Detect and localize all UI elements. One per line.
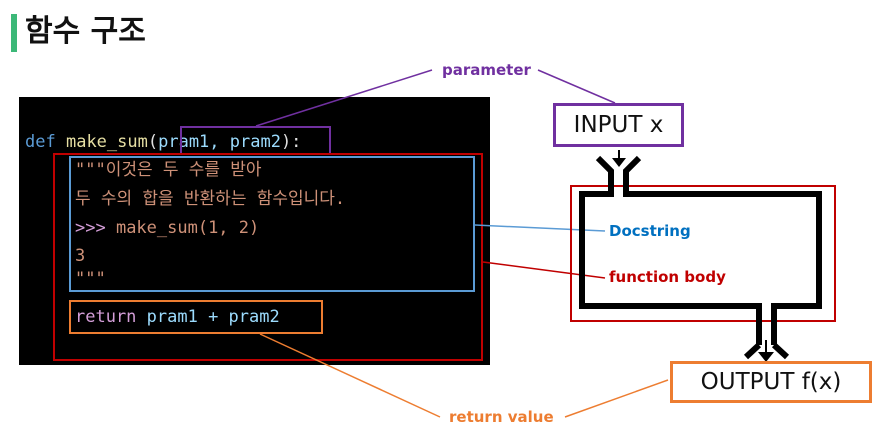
code-line-return: return pram1 + pram2 [75,306,280,328]
docstring-line-1: """이것은 두 수를 받아 [75,160,262,180]
function-pipe-outline [579,155,822,345]
page-title: 함수 구조 [25,14,146,49]
docstring-label: Docstring [609,222,691,240]
docstring-line-4: 3 [75,246,86,266]
doctest-call: make_sum(1, 2) [105,218,260,238]
docstring-connector [474,224,606,232]
parameter-label: parameter [442,61,531,79]
function-body-label: function body [609,268,726,286]
parameter-connector-left [255,69,433,127]
return-connector-left [259,333,441,418]
function-body-highlight-box [53,153,483,361]
function-name: make_sum [65,132,148,152]
docstring-highlight-box [69,156,475,292]
docstring-line-2: 두 수의 합을 반환하는 함수입니다. [75,189,346,209]
input-arrow-head [612,158,626,167]
code-line-def: def make_sum(pram1, pram2): [25,131,301,153]
code-panel: def make_sum(pram1, pram2): """이것은 두 수를 … [19,97,490,365]
def-keyword: def [25,132,56,152]
parameter-list: pram1, pram2 [158,132,281,152]
docstring-line-3: >>> make_sum(1, 2) [75,217,259,239]
title-accent-bar [11,14,17,52]
function-body-connector [482,261,606,279]
open-paren: ( [147,132,159,152]
return-expression: pram1 + pram2 [136,307,280,327]
output-arrow-head [758,352,774,362]
output-funnel [743,342,790,360]
return-connector-right [564,379,669,418]
return-value-highlight-box [69,300,323,334]
parameter-connector-right [537,69,616,104]
output-box: OUTPUT f(x) [670,361,872,403]
return-value-label: return value [449,408,554,426]
docstring-line-5: """ [75,269,106,289]
doctest-prompt: >>> [75,218,106,238]
return-keyword: return [75,307,137,327]
close-paren-colon: ): [280,132,302,152]
function-body-frame [570,185,836,322]
input-box: INPUT x [553,103,684,147]
